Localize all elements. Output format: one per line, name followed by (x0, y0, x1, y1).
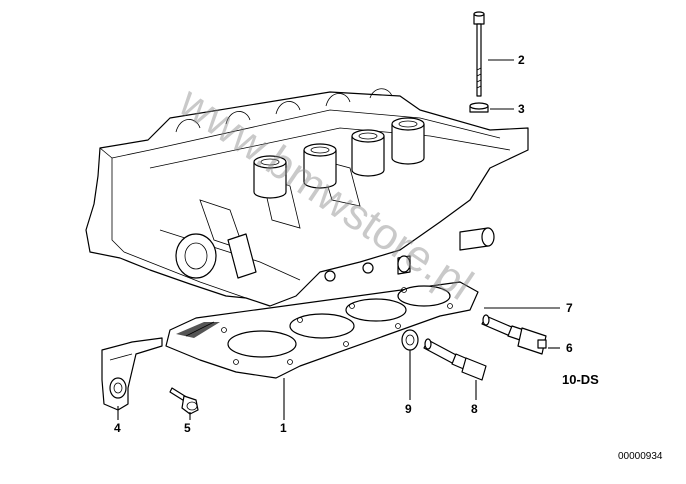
callout-3: 3 (518, 102, 525, 116)
leader-lines (117, 59, 560, 420)
bracket (101, 337, 163, 411)
callout-8: 8 (471, 402, 478, 416)
callout-6: 6 (566, 341, 573, 355)
engine-code-label: 10-DS (562, 372, 599, 387)
callout-9: 9 (405, 402, 412, 416)
callout-1: 1 (280, 421, 287, 435)
seal-ring (401, 329, 419, 351)
callout-7: 7 (566, 301, 573, 315)
bolt (169, 387, 199, 415)
callout-2: 2 (518, 53, 525, 67)
callout-4: 4 (114, 421, 121, 435)
diagram-reference-number: 00000934 (618, 451, 663, 462)
cylinder-head-gasket (165, 281, 479, 379)
temperature-sensor (423, 338, 487, 381)
callout-5: 5 (184, 421, 191, 435)
washer (469, 102, 489, 113)
coolant-sensor (481, 314, 547, 355)
head-bolt (473, 11, 485, 97)
valve-spring-towers (175, 88, 425, 199)
